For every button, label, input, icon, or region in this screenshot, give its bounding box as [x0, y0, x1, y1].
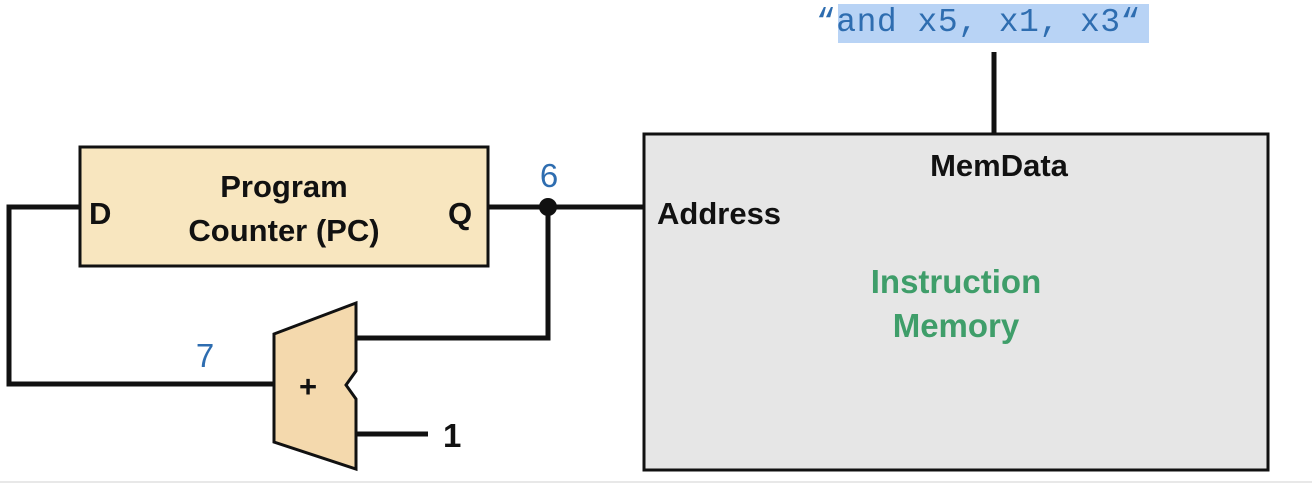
instruction-highlight [838, 4, 1149, 43]
pc-d-port-label: D [89, 196, 111, 231]
adder-output-value: 7 [196, 337, 214, 374]
instruction-memory-title-line2: Memory [893, 307, 1020, 344]
bottom-divider [0, 481, 1312, 483]
program-counter-title-line1: Program [220, 169, 347, 204]
instruction-text: “and x5, x1, x3“ [816, 4, 1141, 41]
memdata-port-label: MemData [930, 148, 1069, 183]
pc-output-value: 6 [540, 157, 558, 194]
pc-q-port-label: Q [448, 196, 472, 231]
adder-to-pc-wire [6, 204, 274, 387]
program-counter-box [78, 145, 490, 268]
adder-shape [272, 300, 358, 472]
instruction-memory-title-line1: Instruction [871, 263, 1042, 300]
junction-dot [539, 198, 557, 216]
address-port-label: Address [657, 196, 781, 231]
adder-symbol: + [299, 369, 317, 404]
constant-one-label: 1 [443, 417, 461, 454]
pc-to-adder-wire [356, 207, 551, 341]
program-counter-title-line2: Counter (PC) [188, 213, 379, 248]
instruction-memory-box [642, 132, 1270, 472]
